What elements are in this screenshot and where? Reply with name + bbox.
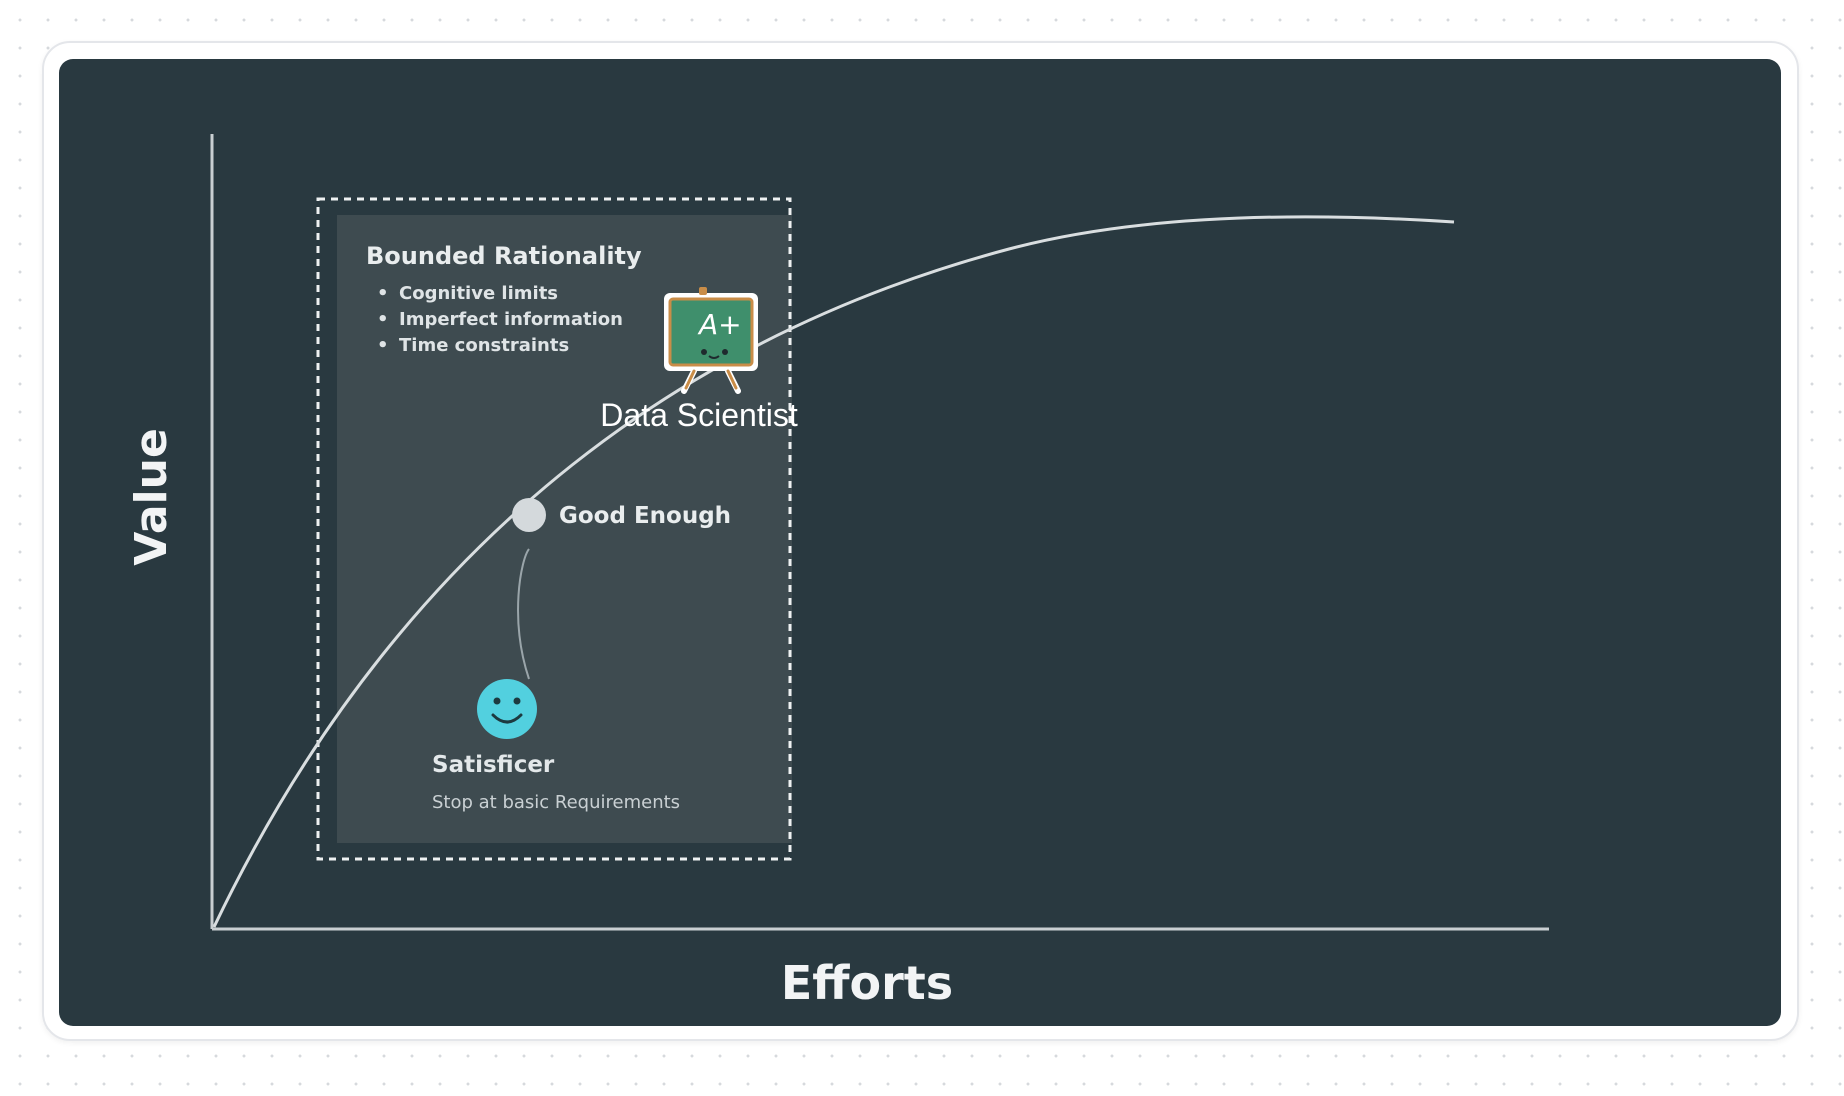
box-title: Bounded Rationality <box>366 242 642 270</box>
chalkboard-grade: A+ <box>697 308 742 341</box>
bullet-marker: • <box>377 283 389 304</box>
x-axis-label: Efforts <box>781 956 953 1010</box>
data-scientist-label: Data Scientist <box>600 397 798 433</box>
satisficer-label: Satisficer <box>432 752 555 778</box>
bullet-time-constraints: Time constraints <box>399 335 569 356</box>
good-enough-label: Good Enough <box>559 503 731 529</box>
diagram-panel: Efforts Value Bounded Rationality • Cogn… <box>59 59 1781 1026</box>
satisficer-connector <box>517 548 530 680</box>
bullet-cognitive-limits: Cognitive limits <box>399 283 558 304</box>
bullet-imperfect-information: Imperfect information <box>399 309 623 330</box>
satisficer-sublabel: Stop at basic Requirements <box>432 792 680 813</box>
bullet-marker: • <box>377 309 389 330</box>
value-curve <box>212 215 1455 928</box>
bounded-rationality-dashed-border <box>316 197 792 861</box>
satisficer-smiley-icon <box>477 679 537 739</box>
bullet-marker: • <box>377 335 389 356</box>
y-axis-label: Value <box>126 428 177 566</box>
chalkboard-icon: A+ <box>664 287 758 394</box>
good-enough-point <box>512 498 546 532</box>
effort-value-diagram: Efforts Value Bounded Rationality • Cogn… <box>126 134 1549 1010</box>
